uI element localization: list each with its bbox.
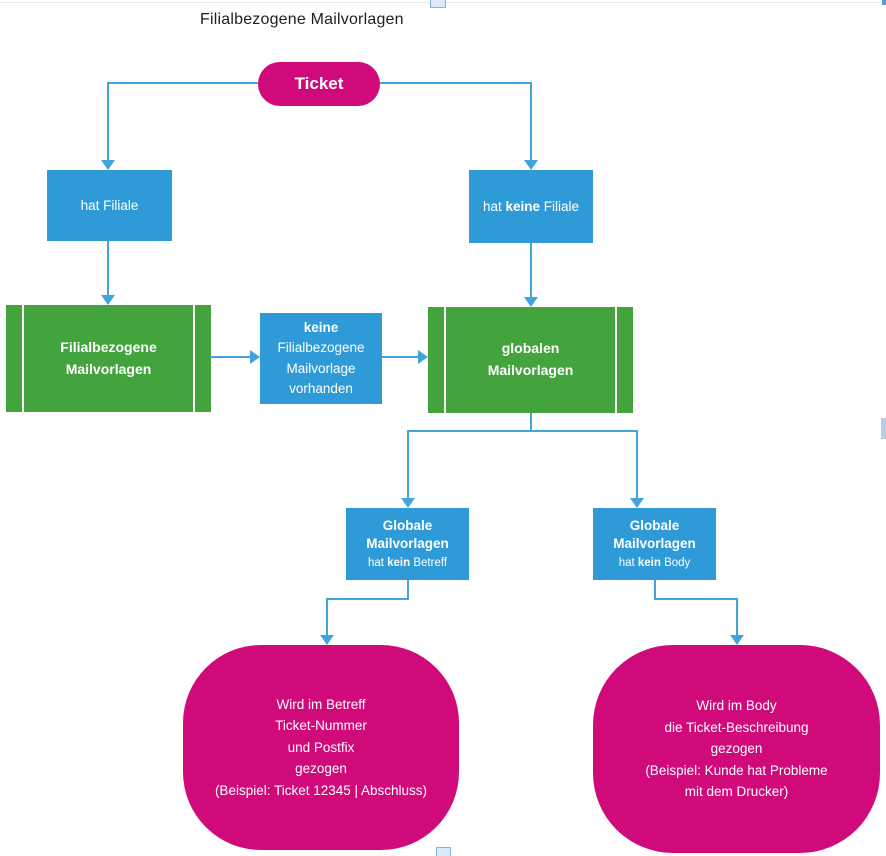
arrowhead-to-result-body — [730, 635, 744, 645]
node-globalen-label: globalen Mailvorlagen — [487, 340, 574, 378]
selection-handle-top[interactable] — [430, 0, 446, 8]
connector-body-stub — [654, 580, 656, 599]
selection-handle-bottom[interactable] — [436, 847, 451, 856]
node-result-body-label: Wird im Body die Ticket-Beschreibung gez… — [645, 698, 828, 800]
node-globale-betreff-title: Globale Mailvorlagen — [366, 517, 449, 552]
connector-green-left-to-middle — [210, 356, 250, 358]
connector-body-h — [654, 598, 738, 600]
connector-branch-h — [407, 430, 638, 432]
connector-globalen-stub — [530, 413, 532, 431]
connector-filiale-down — [107, 241, 109, 295]
arrowhead-to-globale-betreff — [401, 498, 415, 508]
page-corner-mark — [882, 0, 886, 5]
connector-ticket-right-h — [380, 82, 532, 84]
arrowhead-to-globalen — [524, 297, 538, 307]
node-result-betreff-label: Wird im Betreff Ticket-Nummer und Postfi… — [214, 696, 428, 798]
arrowhead-to-globale-body — [630, 498, 644, 508]
node-globale-betreff-sub: hat kein Betreff — [367, 557, 448, 570]
arrowhead-to-result-betreff — [320, 635, 334, 645]
node-ticket-label: Ticket — [294, 74, 344, 93]
node-filialbezogene-mailvorlagen[interactable]: Filialbezogene Mailvorlagen — [6, 305, 211, 412]
node-hat-filiale-label: hat Filiale — [80, 198, 139, 213]
node-result-betreff[interactable]: Wird im Betreff Ticket-Nummer und Postfi… — [183, 645, 459, 850]
node-hat-keine-filiale-label: hat keine Filiale — [482, 199, 580, 214]
connector-betreff-stub — [407, 580, 409, 599]
diagram-title: Filialbezogene Mailvorlagen — [200, 11, 404, 28]
node-keine-vorlage-label: keine Filialbezogene Mailvorlage vorhand… — [277, 320, 365, 396]
node-globale-betreff[interactable]: Globale Mailvorlagen hat kein Betreff — [346, 508, 469, 580]
node-globale-body-title: Globale Mailvorlagen — [613, 517, 696, 552]
arrowhead-to-hat-filiale — [101, 160, 115, 170]
connector-body-v — [736, 598, 738, 635]
connector-branch-left-v — [407, 430, 409, 498]
connector-branch-right-v — [636, 430, 638, 498]
right-edge-handle[interactable] — [881, 418, 886, 439]
node-hat-keine-filiale[interactable]: hat keine Filiale — [469, 170, 593, 243]
connector-ticket-left-v — [107, 82, 109, 160]
arrowhead-to-keine-vorlage — [250, 350, 260, 364]
arrowhead-to-hat-keine-filiale — [524, 160, 538, 170]
connector-ticket-right-v — [530, 82, 532, 160]
node-hat-filiale[interactable]: hat Filiale — [47, 170, 172, 241]
node-globale-body-sub: hat kein Body — [618, 557, 691, 570]
node-globale-body[interactable]: Globale Mailvorlagen hat kein Body — [593, 508, 716, 580]
arrowhead-to-filialbezogene — [101, 295, 115, 305]
connector-betreff-v — [326, 598, 328, 635]
node-globalen-mailvorlagen[interactable]: globalen Mailvorlagen — [428, 307, 633, 413]
connector-keine-filiale-down — [530, 243, 532, 297]
node-ticket[interactable]: Ticket — [258, 62, 380, 106]
node-filialbezogene-label: Filialbezogene Mailvorlagen — [60, 338, 157, 377]
connector-middle-to-green-right — [382, 356, 418, 358]
connector-betreff-h — [326, 598, 409, 600]
node-result-body[interactable]: Wird im Body die Ticket-Beschreibung gez… — [593, 645, 880, 853]
connector-ticket-left-h — [107, 82, 258, 84]
arrowhead-to-globalen-left — [418, 350, 428, 364]
node-keine-vorlage[interactable]: keine Filialbezogene Mailvorlage vorhand… — [260, 313, 382, 404]
